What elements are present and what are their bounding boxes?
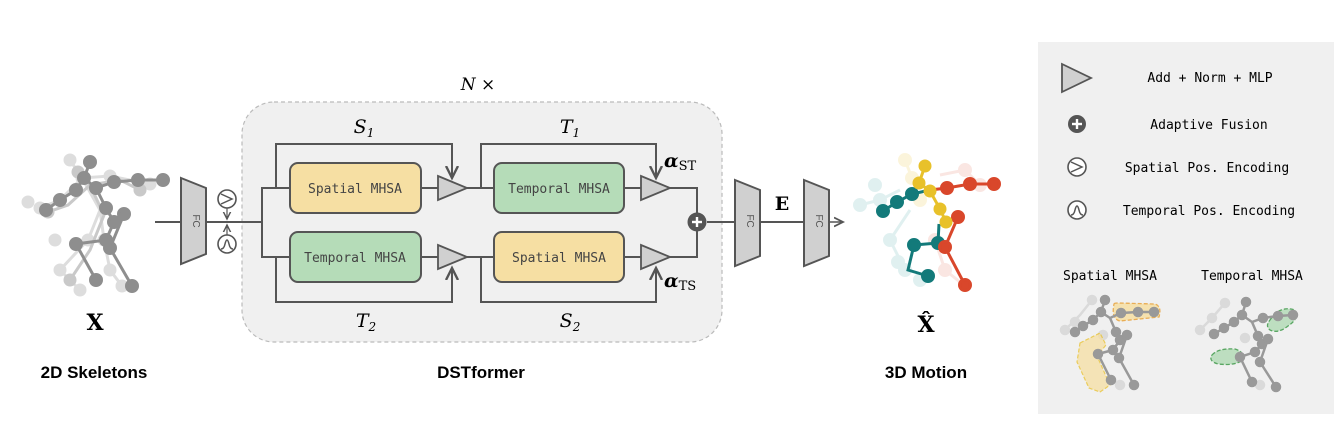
plus-circle-icon [1068, 115, 1086, 133]
branch-label-t1: T1 [560, 116, 580, 140]
repeat-label: N × [460, 75, 496, 95]
fc-output-layer [803, 178, 830, 268]
spatial-mhsa-block-2 [493, 231, 625, 283]
add-norm-mlp-icon [437, 174, 470, 202]
temporal-pos-icon [1067, 200, 1087, 220]
spatial-example-skeleton [1059, 294, 1161, 393]
legend-label: Spatial Pos. Encoding [1125, 161, 1289, 176]
triangle-icon [1061, 62, 1094, 94]
legend-label: Adaptive Fusion [1150, 118, 1267, 133]
temporal-mhsa-block-2 [289, 231, 422, 283]
legend-example-label: Spatial MHSA [1063, 269, 1157, 284]
spatial-pos-encoding-icon [217, 189, 237, 209]
alpha-st-label: αST [664, 150, 697, 174]
input-skeletons [21, 153, 170, 297]
branch-label-s2: S2 [560, 310, 581, 334]
spatial-pos-icon [1067, 157, 1087, 177]
output-label: 3D Motion [885, 363, 967, 382]
fc-label: FC [744, 214, 755, 227]
spatial-mhsa-block-1 [289, 162, 422, 214]
embedding-symbol: E [775, 193, 789, 215]
block-label: Spatial MHSA [308, 182, 402, 197]
output-symbol: X̂ [917, 312, 935, 338]
temporal-example-skeleton [1194, 296, 1299, 393]
fc-input-layer [180, 176, 207, 266]
fc-label: FC [813, 214, 824, 227]
input-label: 2D Skeletons [41, 363, 148, 382]
temporal-pos-encoding-icon [217, 234, 237, 254]
branch-label-s1: S1 [354, 116, 375, 140]
add-norm-mlp-icon [437, 243, 470, 271]
output-skeletons [853, 153, 1001, 292]
model-title: DSTformer [437, 363, 525, 382]
block-label: Temporal MHSA [304, 251, 406, 266]
block-label: Temporal MHSA [508, 182, 610, 197]
add-norm-mlp-icon [640, 174, 673, 202]
add-norm-mlp-icon [640, 243, 673, 271]
legend-label: Temporal Pos. Encoding [1123, 204, 1295, 219]
fc-embedding-layer [734, 178, 761, 268]
temporal-mhsa-block-1 [493, 162, 625, 214]
dstformer-block [241, 101, 723, 343]
branch-label-t2: T2 [356, 310, 376, 334]
alpha-ts-label: αTS [664, 270, 696, 294]
block-label: Spatial MHSA [512, 251, 606, 266]
fc-label: FC [190, 214, 201, 227]
legend-example-label: Temporal MHSA [1201, 269, 1303, 284]
legend-label: Add + Norm + MLP [1147, 71, 1272, 86]
adaptive-fusion-icon [687, 212, 707, 232]
input-symbol: X [86, 310, 104, 336]
